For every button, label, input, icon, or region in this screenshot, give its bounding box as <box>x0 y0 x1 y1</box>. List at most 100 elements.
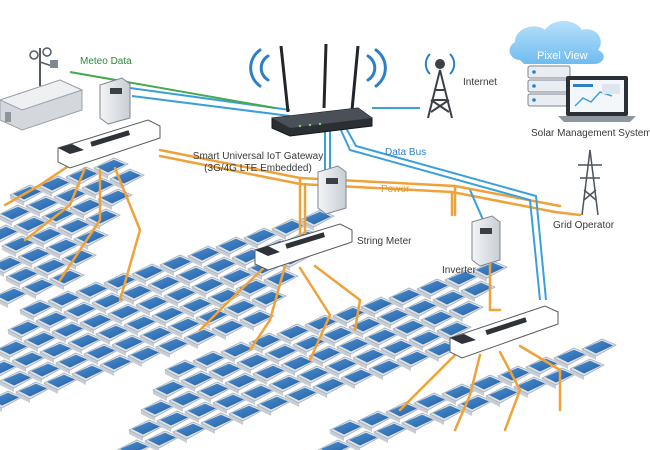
power-line-string-b <box>298 176 307 238</box>
string-feed-b3 <box>298 266 332 362</box>
solar-panel-icon <box>35 310 71 332</box>
power-lines <box>3 148 582 432</box>
internet-label: Internet <box>463 77 497 88</box>
sms-label: Solar Management System <box>531 128 650 139</box>
solar-panel-icon <box>223 298 259 320</box>
solar-panel-icon <box>569 358 605 380</box>
string-feed-c2 <box>453 353 482 432</box>
solar-panel-icon <box>95 323 131 345</box>
solar-panel-icon <box>413 392 449 414</box>
solar-panel-icon <box>240 383 276 405</box>
solar-panel-icon <box>525 356 561 378</box>
solar-panel-icon <box>21 277 57 299</box>
solar-panel-icon <box>228 403 264 425</box>
gateway-label-line2: (3G/4G LTE Embedded) <box>204 163 312 174</box>
solar-panel-icon <box>23 330 59 352</box>
solar-panel-icon <box>15 381 51 403</box>
solar-panel-icon <box>29 226 65 248</box>
string-feed-b2 <box>248 264 287 352</box>
solar-panel-icon <box>256 394 292 416</box>
solar-panel-icon <box>0 204 33 226</box>
solar-panel-icon <box>0 370 35 392</box>
solar-panel-icon <box>47 290 83 312</box>
solar-panel-icon <box>144 430 180 450</box>
solar-panel-icon <box>25 195 61 217</box>
solar-panel-icon <box>485 385 521 407</box>
solar-panel-icon <box>264 343 300 365</box>
laptop-icon <box>558 76 636 122</box>
solar-panel-icon <box>119 283 155 305</box>
wifi-icon <box>249 48 387 88</box>
solar-panel-icon <box>53 186 89 208</box>
solar-panel-icon <box>212 392 248 414</box>
solar-panel-icon <box>416 278 452 300</box>
solar-panel-icon <box>336 336 372 358</box>
solar-panel-icon <box>131 263 167 285</box>
solar-panel-icon <box>284 385 320 407</box>
solar-panel-icon <box>19 299 55 321</box>
string-meter-label: String Meter <box>357 236 412 247</box>
solar-panel-icon <box>376 307 412 329</box>
server-icon <box>527 65 571 107</box>
solar-panel-icon <box>268 374 304 396</box>
meteo-data-label: Meteo Data <box>80 56 132 67</box>
solar-panel-icon <box>448 300 484 322</box>
solar-panel-icon <box>75 281 111 303</box>
solar-panel-icon <box>13 215 49 237</box>
solar-panel-icon <box>175 265 211 287</box>
solar-panel-icon <box>317 439 353 450</box>
solar-panel-icon <box>203 256 239 278</box>
solar-panel-icon <box>43 372 79 394</box>
power-line-to-grid <box>553 210 582 217</box>
solar-panel-icon <box>420 309 456 331</box>
solar-panel-icon <box>243 227 279 249</box>
solar-panel-icon <box>239 309 275 331</box>
solar-panel-icon <box>107 303 143 325</box>
string-feed-c1 <box>398 348 462 412</box>
solar-panel-icon <box>109 168 145 190</box>
solar-panel-icon <box>497 365 533 387</box>
solar-panel-icon <box>73 228 109 250</box>
solar-panel-icon <box>296 365 332 387</box>
cloud-icon <box>509 21 604 64</box>
power-line-main <box>158 148 562 208</box>
solar-panel-icon <box>357 410 393 432</box>
solar-panel-icon <box>373 421 409 443</box>
pylon-icon <box>578 149 602 216</box>
solar-panel-icon <box>380 338 416 360</box>
solar-panel-icon <box>39 341 75 363</box>
solar-panel-icon <box>581 338 617 360</box>
solar-panel-icon <box>251 289 287 311</box>
solar-panel-icon <box>329 419 365 441</box>
solar-panel-icon <box>385 401 421 423</box>
solar-panel-icon <box>128 419 164 441</box>
solar-panel-icon <box>513 376 549 398</box>
solar-panel-icon <box>151 305 187 327</box>
solar-panel-icon <box>191 276 227 298</box>
solar-panel-icon <box>460 280 496 302</box>
solar-panel-icon <box>33 257 69 279</box>
data-bus-main <box>339 127 541 301</box>
power-label: Power <box>381 184 410 195</box>
string-feed-b4 <box>313 264 362 332</box>
solar-panel-icon <box>17 246 53 268</box>
router-icon <box>271 43 373 137</box>
solar-panel-icon <box>85 208 121 230</box>
solar-panel-icon <box>187 245 223 267</box>
solar-panel-icon <box>67 332 103 354</box>
power-line-to-inverter <box>450 184 457 217</box>
solar-panel-field <box>0 157 617 450</box>
grid-operator-label: Grid Operator <box>553 220 615 231</box>
solar-panel-icon <box>196 381 232 403</box>
data-line-inverter1b <box>131 95 291 117</box>
solar-panel-icon <box>37 175 73 197</box>
solar-panel-icon <box>348 316 384 338</box>
cloud-app-label: Pixel View <box>537 50 588 62</box>
string-feed-a3 <box>58 168 102 282</box>
string-feed-a4 <box>113 166 142 302</box>
data-line-to-inverter2 <box>469 189 485 223</box>
string-feed-c3 <box>498 350 522 432</box>
solar-panel-icon <box>208 361 244 383</box>
solar-panel-icon <box>139 325 175 347</box>
